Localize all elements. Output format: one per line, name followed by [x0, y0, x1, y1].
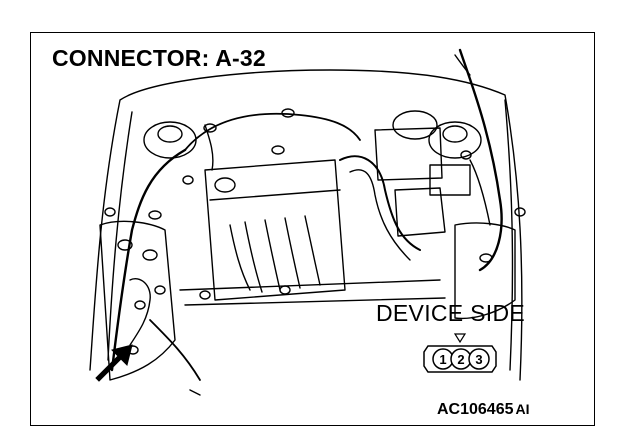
- triangle-marker-icon: [453, 333, 467, 344]
- pin-1-label: 1: [439, 352, 446, 367]
- pin-2-label: 2: [457, 352, 464, 367]
- figure-code-number: AC106465: [437, 401, 514, 418]
- connector-face: 1 2 3: [423, 333, 497, 373]
- device-side-label: DEVICE SIDE: [376, 300, 526, 326]
- diagram-title: CONNECTOR: A-32: [52, 45, 266, 71]
- pin-3-label: 3: [475, 352, 482, 367]
- pin-3: [468, 348, 490, 370]
- pointer-arrow-icon: [95, 344, 133, 382]
- figure-code-suffix: AI: [515, 401, 530, 417]
